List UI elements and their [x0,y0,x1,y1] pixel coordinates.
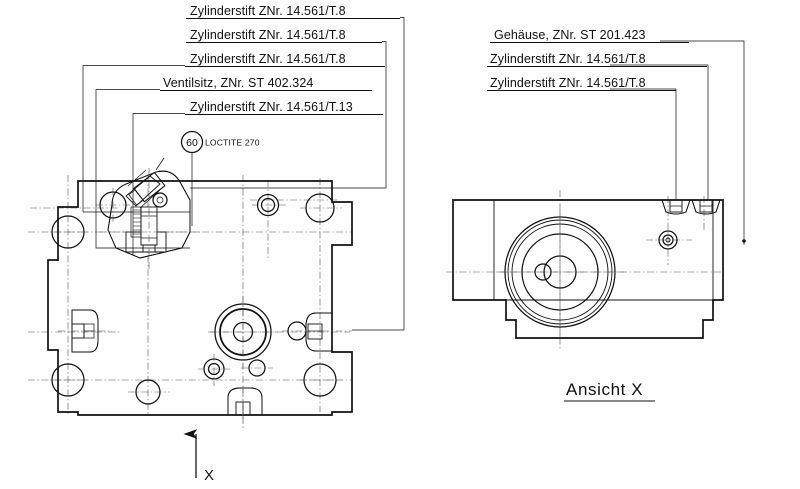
callout-label-8: Zylinderstift ZNr. 14.561/T.8 [490,76,646,90]
right-callout-leaders [610,40,745,245]
right-dowel-pin-boss [282,312,352,352]
view-arrow-label: X [204,467,214,484]
balloon-number: 60 [186,137,198,149]
balloon-note: LOCTITE 270 [205,138,260,148]
callout-label-7: Zylinderstift ZNr. 14.561/T.8 [490,52,646,66]
right-callout-texts: Gehäuse, ZNr. ST 201.423 Zylinderstift Z… [487,28,707,91]
right-view-body [446,190,746,350]
left-dowel-pin-boss [58,309,112,353]
right-view-title: Ansicht X [566,380,643,399]
callout-label-4: Ventilsitz, ZNr. ST 402.324 [163,76,313,90]
right-view-small-bore [658,230,678,250]
central-bore [208,296,278,368]
right-view-marker-dot [742,239,746,243]
right-view-pin-left [661,199,691,215]
right-view-bore-group [497,210,625,340]
bottom-dowel-pin-boss [227,386,263,428]
small-holes [198,354,273,386]
view-direction-arrow: X [183,429,214,484]
left-callout-leaders [82,17,405,330]
callout-label-5: Zylinderstift ZNr. 14.561/T.13 [190,100,353,114]
left-callout-texts: Zylinderstift ZNr. 14.561/T.8 Zylinderst… [160,4,400,115]
callout-label-1: Zylinderstift ZNr. 14.561/T.8 [190,4,346,18]
bolt-holes-lower [50,363,342,405]
bolt-holes-upper [50,193,342,249]
callout-label-6: Gehäuse, ZNr. ST 201.423 [494,28,646,42]
valve-seat-assembly [96,157,200,270]
callout-label-3: Zylinderstift ZNr. 14.561/T.8 [190,52,346,66]
right-view-pin-right [691,199,721,215]
callout-label-2: Zylinderstift ZNr. 14.561/T.8 [190,28,346,42]
loctite-balloon: 60 LOCTITE 270 [180,130,260,226]
left-view-body [28,157,404,428]
right-view-title-group: Ansicht X [564,380,655,402]
